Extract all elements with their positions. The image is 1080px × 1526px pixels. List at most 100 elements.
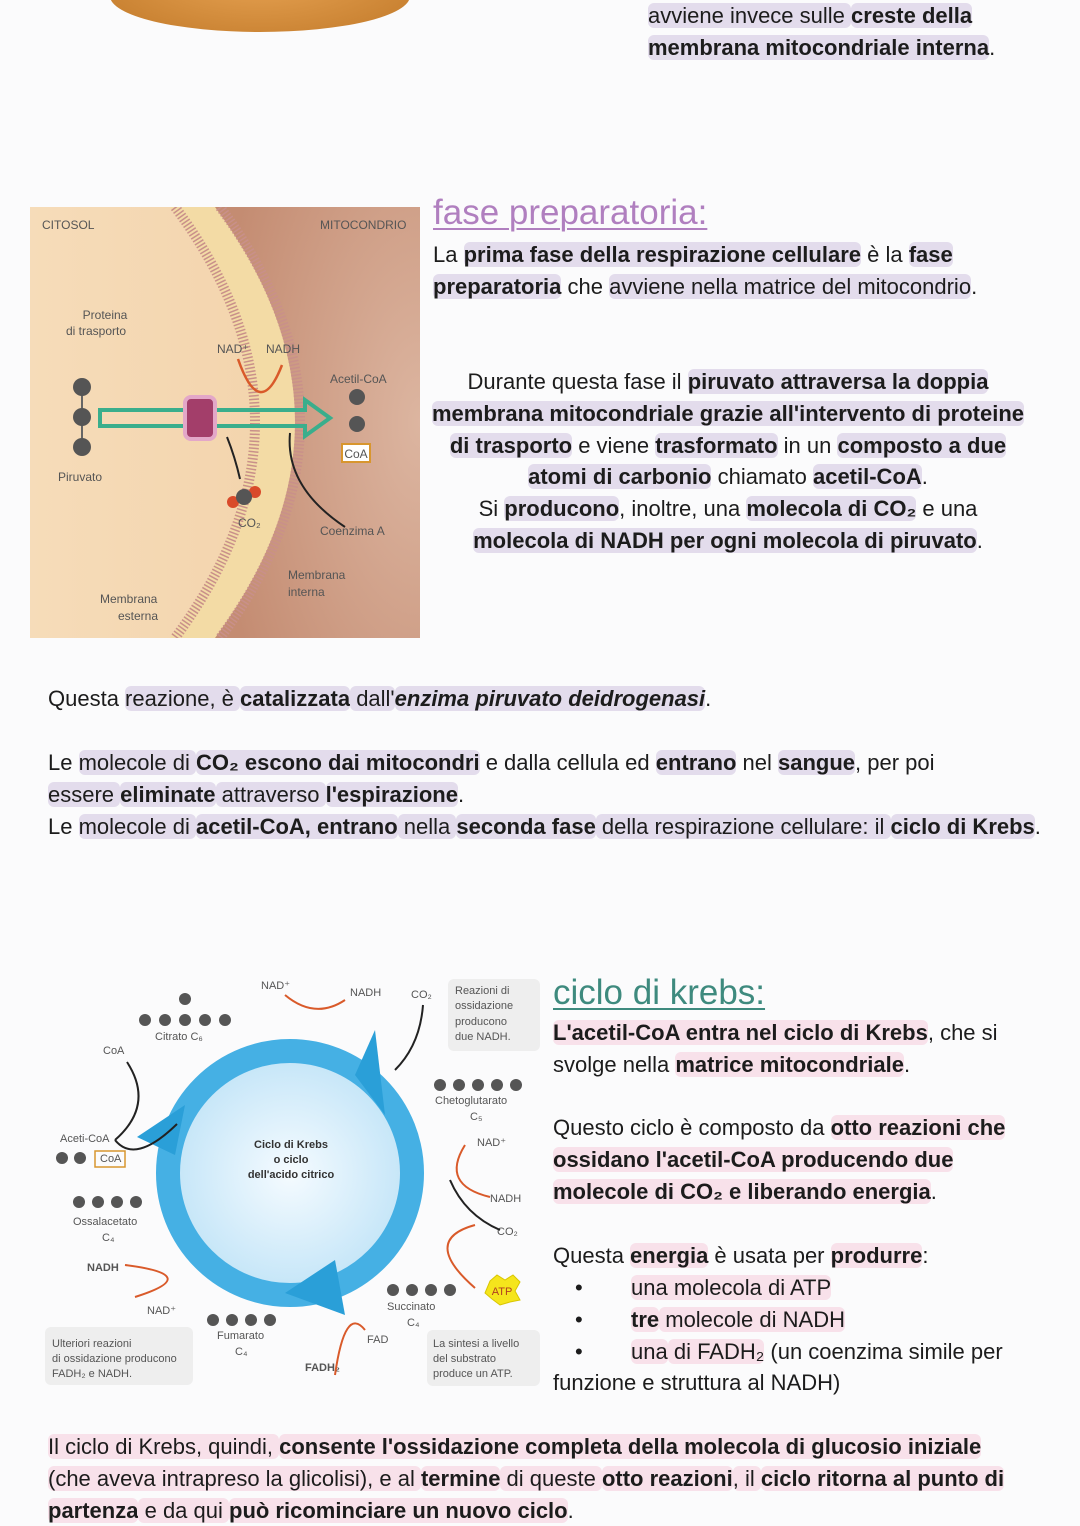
paragraph-reazione: Questa reazione, è catalizzata dall'enzi…: [48, 683, 1048, 715]
highlighted-text: (che aveva intrapreso la glicolisi), e a…: [48, 1465, 421, 1491]
highlighted-text: L'acetil-CoA entra nel ciclo di Krebs: [553, 1020, 928, 1045]
highlighted-text: producono: [504, 496, 620, 522]
svg-text:produce un ATP.: produce un ATP.: [433, 1368, 513, 1380]
outer-membrane: [170, 207, 260, 638]
svg-text:C₄: C₄: [235, 1346, 248, 1358]
label-nad-right: NAD⁺: [477, 1137, 506, 1149]
highlighted-text: sangue: [777, 750, 856, 775]
text-segment: . Si: [478, 464, 928, 522]
label-ossalacetato: Ossalacetato: [73, 1216, 137, 1228]
svg-text:esterna: esterna: [118, 609, 158, 623]
svg-text:di ossidazione producono: di ossidazione producono: [52, 1353, 177, 1365]
text-segment: Questa: [48, 686, 126, 711]
highlighted-text: di FADH₂: [667, 1338, 765, 1364]
highlighted-text: membrana mitocondriale interna: [648, 34, 990, 60]
label-citosol: CITOSOL: [42, 218, 95, 232]
highlighted-text: acetil-CoA: [812, 464, 922, 490]
label-fad: FAD: [367, 1334, 388, 1346]
text-segment: .: [930, 1178, 937, 1204]
label-coenzima: Coenzima A: [320, 524, 385, 538]
highlighted-text: tre: [631, 1306, 660, 1332]
krebs-paragraph-3: Questa energia è usata per produrre:: [553, 1240, 1023, 1272]
svg-text:producono: producono: [455, 1016, 507, 1028]
bullet-icon: •: [575, 1275, 583, 1300]
svg-text:CoA: CoA: [100, 1153, 122, 1165]
highlighted-text: prima fase della respirazione cellulare: [463, 242, 862, 267]
highlighted-text: dall': [350, 686, 395, 711]
highlighted-text: ciclo di Krebs: [890, 813, 1035, 839]
highlighted-text: una molecola di ATP: [631, 1275, 832, 1300]
svg-text:C₄: C₄: [102, 1232, 115, 1244]
highlighted-text: molecole di: [78, 813, 196, 839]
krebs-bullet-list: • una molecola di ATP • tre molecole di NA…: [553, 1272, 1023, 1399]
label-trasporto: di trasporto: [66, 324, 126, 338]
highlighted-text: può ricominciare un nuovo ciclo: [229, 1497, 568, 1523]
highlighted-text: reazione, è: [125, 686, 241, 711]
highlighted-text: molecola di CO₂: [746, 496, 917, 522]
label-fadh2: FADH₂: [305, 1362, 340, 1374]
text-segment: Questa: [553, 1243, 631, 1268]
label-atp: ATP: [492, 1286, 513, 1298]
highlighted-text: catalizzata: [240, 686, 351, 711]
atp-starburst-icon: [484, 1274, 521, 1306]
label-succinato: Succinato: [387, 1301, 435, 1313]
paragraph-molecole: Le molecole di CO₂ escono dai mitocondri…: [48, 747, 1048, 842]
prep-paragraph-1: La prima fase della respirazione cellula…: [433, 239, 1033, 303]
cycle-ring: [156, 1039, 424, 1307]
bullet-icon: •: [575, 1306, 583, 1332]
bullet-icon: •: [575, 1338, 583, 1364]
transport-arrow-icon: [98, 396, 334, 440]
preparatory-phase-diagram: CITOSOL MITOCONDRIO Proteina di trasport…: [30, 207, 420, 638]
highlighted-text: CO₂ escono dai mitocondri: [195, 750, 480, 775]
transport-protein: [183, 395, 217, 441]
krebs-paragraph-2: Questo ciclo è composto da otto reazioni…: [553, 1112, 1023, 1207]
highlighted-text: produrre: [830, 1243, 923, 1268]
text-segment: che: [561, 273, 610, 299]
label-chetoglutarato: Chetoglutarato: [435, 1095, 507, 1107]
co2-molecule: [227, 486, 261, 508]
svg-text:del substrato: del substrato: [433, 1353, 496, 1365]
text-segment: :: [922, 1243, 929, 1268]
text-segment: in un: [777, 432, 838, 458]
svg-text:interna: interna: [288, 585, 325, 599]
label-co2-top: CO₂: [411, 989, 432, 1001]
label-acetil-coa: Acetil-CoA: [330, 372, 387, 386]
highlighted-text: molecole di NADH: [659, 1306, 845, 1332]
highlighted-text: matrice mitocondriale: [675, 1051, 904, 1077]
highlighted-text: entrano: [655, 750, 737, 775]
svg-text:C₄: C₄: [407, 1317, 420, 1329]
highlighted-text: seconda fase: [456, 813, 596, 839]
label-co2: CO₂: [238, 516, 261, 530]
molecule-chains: [56, 993, 522, 1326]
top-paragraph: avviene invece sulle creste della membra…: [648, 0, 1028, 64]
highlighted-text: molecola di NADH per ogni molecola di pi…: [473, 527, 977, 553]
svg-text:ossidazione: ossidazione: [455, 1000, 513, 1012]
note-reazioni: Reazioni di: [455, 985, 509, 997]
text-segment: e viene: [572, 432, 656, 458]
list-item: • una molecola di ATP: [553, 1272, 1023, 1304]
text-segment: e una: [916, 496, 978, 522]
highlighted-text: Il ciclo di Krebs, quindi,: [48, 1434, 280, 1459]
text-segment: .: [1034, 813, 1041, 839]
text-segment: . Le: [48, 781, 465, 839]
prep-paragraph-2: Durante questa fase il piruvato attraver…: [428, 366, 1028, 557]
text-segment: , che si svolge nella: [553, 1020, 998, 1077]
krebs-cycle-diagram: NAD⁺ NADH CO₂ Reazioni di ossidazione pr…: [45, 979, 540, 1386]
label-nad-left: NAD⁺: [147, 1305, 176, 1317]
label-coa: CoA: [103, 1045, 125, 1057]
text-segment: .: [971, 273, 978, 299]
title-ciclo-di-krebs: ciclo di krebs:: [553, 973, 766, 1012]
text-segment: .: [567, 1497, 574, 1523]
label-citrato: Citrato C₆: [155, 1031, 203, 1043]
label-nadh-left: NADH: [87, 1262, 119, 1274]
label-membrana-interna: Membrana: [288, 568, 346, 582]
text-segment: chiamato: [711, 464, 813, 490]
label-nadh: NADH: [266, 342, 300, 356]
label-membrana-esterna: Membrana: [100, 592, 158, 606]
text-segment: e dalla cellula ed: [479, 750, 656, 775]
svg-text:o ciclo: o ciclo: [274, 1154, 309, 1166]
highlighted-text: nella: [397, 813, 457, 839]
highlighted-text: energia: [630, 1243, 709, 1268]
note-ulteriori: Ulteriori reazioni: [52, 1338, 131, 1350]
highlighted-text: l'espirazione: [325, 781, 458, 807]
